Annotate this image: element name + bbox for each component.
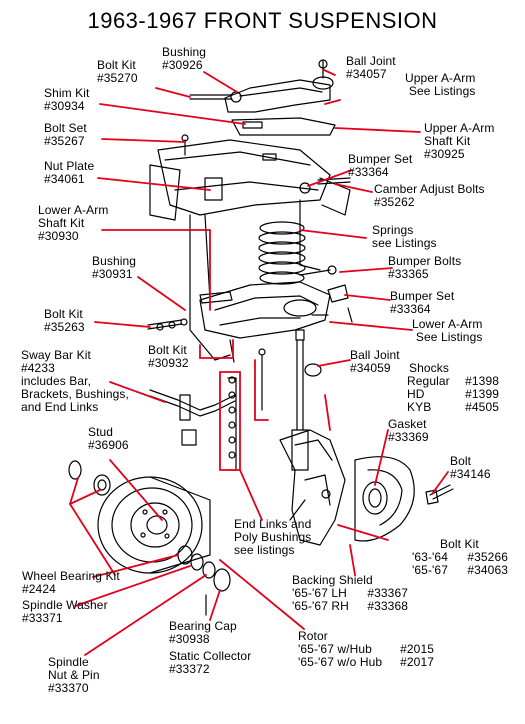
label-bolt-kit-35263: Bolt Kit#35263 <box>44 307 85 334</box>
label-ball-joint-34057: Ball Joint#34057 <box>346 54 396 81</box>
upper-a-arm <box>224 59 336 136</box>
label-spindle-washer: Spindle Washer#33371 <box>22 598 108 625</box>
label-bumper-bolts-33365: Bumper Bolts#33365 <box>388 254 462 281</box>
bumper-hardware <box>299 265 353 323</box>
label-bolt-set-35267: Bolt Set#35267 <box>44 121 87 148</box>
shock-absorber <box>291 329 322 471</box>
spindle-knuckle <box>279 429 346 546</box>
shocks-row-hd: HD#1399 <box>407 387 499 401</box>
coil-spring <box>258 221 306 285</box>
rotor-row-with-hub: '65-'67 w/Hub#2015 <box>298 642 434 656</box>
label-rotor: Rotor <box>298 629 328 643</box>
label-bolt-kit-35270: Bolt Kit#35270 <box>97 58 138 85</box>
sway-bar <box>149 339 266 471</box>
label-bumper-set-33364-lower: Bumper Set#33364 <box>390 289 455 316</box>
shocks-row-kyb: KYB#4505 <box>407 400 499 414</box>
label-ball-joint-34059: Ball Joint#34059 <box>350 348 400 375</box>
label-shim-kit-30934: Shim Kit#30934 <box>44 86 90 113</box>
rotor-row-without-hub: '65-'67 w/o Hub#2017 <box>298 655 434 669</box>
label-bolt-kit-30932: Bolt Kit#30932 <box>148 343 189 370</box>
label-static-collector: Static Collector#33372 <box>169 649 252 676</box>
wheel-bearings <box>68 460 231 616</box>
label-bushing-30926: Bushing#30926 <box>162 45 207 72</box>
label-camber-adjust-bolts: Camber Adjust Bolts#35262 <box>374 182 485 209</box>
label-bolt-34146: Bolt#34146 <box>450 454 491 481</box>
label-gasket-33369: Gasket#33369 <box>388 417 429 444</box>
backing-shield <box>354 456 415 542</box>
label-bumper-set-33364-top: Bumper Set#33364 <box>348 152 413 179</box>
rotor <box>97 476 211 574</box>
label-backing-shield: Backing Shield <box>292 573 373 587</box>
bolt-kit-row-63-64: '63-'64#35266 <box>412 550 508 564</box>
lower-a-arm <box>147 281 331 339</box>
page-title: 1963-1967 FRONT SUSPENSION <box>87 8 438 33</box>
label-bearing-cap: Bearing Cap#30938 <box>169 619 237 646</box>
rotor-list: '65-'67 w/Hub#2015 '65-'67 w/o Hub#2017 <box>298 643 434 669</box>
shocks-list: Regular#1398 HD#1399 KYB#4505 <box>407 375 499 414</box>
label-wheel-bearing-kit: Wheel Bearing Kit#2424 <box>22 569 120 596</box>
label-bolt-kit-bottom: Bolt Kit <box>440 537 479 551</box>
label-stud-36906: Stud#36906 <box>88 425 129 452</box>
backing-shield-list: '65-'67 LH#33367 '65-'67 RH#33368 <box>292 587 408 613</box>
label-nut-plate-34061: Nut Plate#34061 <box>44 159 95 186</box>
backing-shield-row-rh: '65-'67 RH#33368 <box>292 599 408 613</box>
label-shocks: Shocks <box>409 361 449 375</box>
label-bushing-30931: Bushing#30931 <box>92 254 137 281</box>
bolt-kit-row-65-67: '65-'67#34063 <box>412 563 508 577</box>
shocks-row-regular: Regular#1398 <box>407 374 499 388</box>
backing-shield-row-lh: '65-'67 LH#33367 <box>292 586 408 600</box>
callout-lines <box>69 69 449 656</box>
frame-crossmember <box>149 139 351 361</box>
bolt-kit-list: '63-'64#35266 '65-'67#34063 <box>412 551 508 577</box>
gasket-and-bolt <box>362 481 454 515</box>
